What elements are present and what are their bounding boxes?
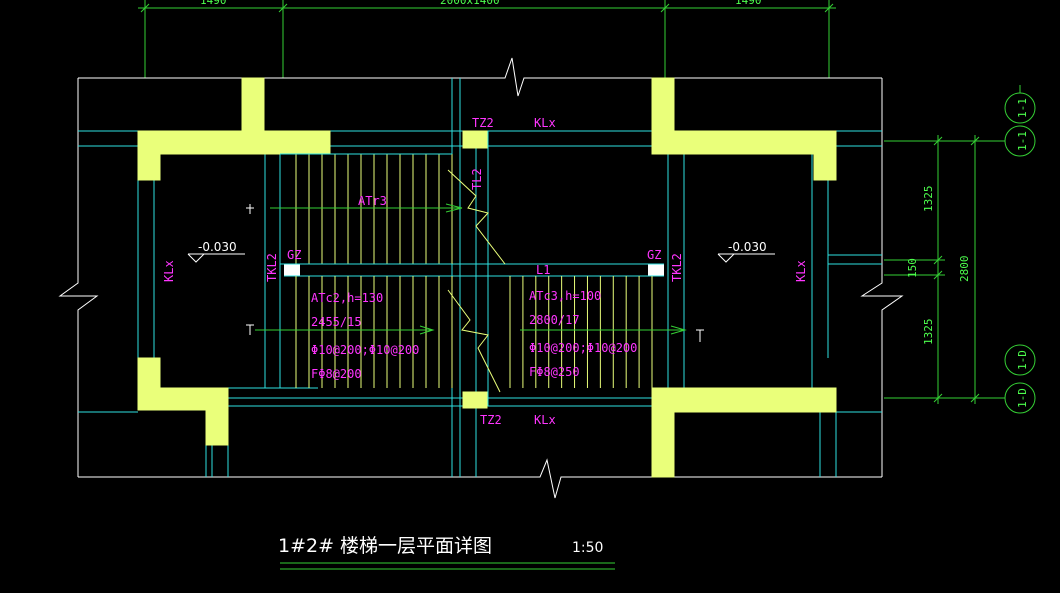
flight-left-annotation: ATc2,h=130 2455/15 Φ10@200;Φ10@200 FΦ8@2… xyxy=(311,291,419,381)
top-dim-middle: 2000x1400 xyxy=(440,0,500,7)
label-kl-top: KLx xyxy=(534,116,556,130)
flight-right-annotation: ATc3,h=100 2800/17 Φ10@200;Φ10@200 FΦ8@2… xyxy=(529,289,637,379)
top-dim-right: 1490 xyxy=(735,0,762,7)
direction-arrows xyxy=(255,203,687,335)
flight-right-line1: ATc3,h=100 xyxy=(529,289,601,303)
flight-bounds xyxy=(280,153,452,265)
label-tz2-bottom: TZ2 xyxy=(480,413,502,427)
flight-left-line2: 2455/15 xyxy=(311,315,362,329)
label-kl-left: KLx xyxy=(162,260,176,282)
axis-marker-1: 1-1 xyxy=(1016,98,1029,118)
label-tkl2-right: TKL2 xyxy=(670,253,684,282)
section-marks xyxy=(246,204,704,342)
axis-marker-3: 1-D xyxy=(1016,350,1029,370)
axis-marker-2: 1-1 xyxy=(1016,131,1029,151)
label-tl2: TL2 xyxy=(470,168,484,190)
top-dim-left: 1490 xyxy=(200,0,227,7)
right-dim-seg1: 1325 xyxy=(922,186,935,213)
level-left: -0.030 xyxy=(198,240,237,254)
right-dim-seg2: 150 xyxy=(906,258,919,278)
gz-column-right xyxy=(648,264,664,276)
label-tz2-top: TZ2 xyxy=(472,116,494,130)
landing-beam xyxy=(284,263,664,277)
right-dim-total: 2800 xyxy=(958,256,971,283)
flight-right-line3: Φ10@200;Φ10@200 xyxy=(529,341,637,355)
stair-treads-upper xyxy=(295,154,453,264)
flight-left-line4: FΦ8@200 xyxy=(311,367,362,381)
drawing-title: 1#2# 楼梯一层平面详图 xyxy=(278,535,492,557)
label-kl-right: KLx xyxy=(794,260,808,282)
gz-column-left xyxy=(284,264,300,276)
drawing-scale: 1:50 xyxy=(572,540,603,556)
label-tkl2-left: TKL2 xyxy=(265,253,279,282)
right-dim-seg3: 1325 xyxy=(922,319,935,346)
axis-marker-4: 1-D xyxy=(1016,388,1029,408)
flight-left-line1: ATc2,h=130 xyxy=(311,291,383,305)
label-l1: L1 xyxy=(536,263,550,277)
level-right: -0.030 xyxy=(728,240,767,254)
outer-boundary xyxy=(58,57,904,499)
title-underline xyxy=(280,562,615,570)
label-kl-bottom: KLx xyxy=(534,413,556,427)
flight-right-line4: FΦ8@250 xyxy=(529,365,580,379)
label-gz-right: GZ xyxy=(647,248,661,262)
label-gz-left: GZ xyxy=(287,248,301,262)
label-atr3: ATr3 xyxy=(358,194,387,208)
walls xyxy=(137,77,837,478)
right-dimension-lines xyxy=(884,85,1036,414)
flight-left-line3: Φ10@200;Φ10@200 xyxy=(311,343,419,357)
stair-break-line xyxy=(447,169,506,393)
top-dimension-lines xyxy=(138,0,836,78)
stair-treads-lower-right xyxy=(509,276,653,388)
level-markers xyxy=(187,253,775,263)
flight-right-line2: 2800/17 xyxy=(529,313,580,327)
